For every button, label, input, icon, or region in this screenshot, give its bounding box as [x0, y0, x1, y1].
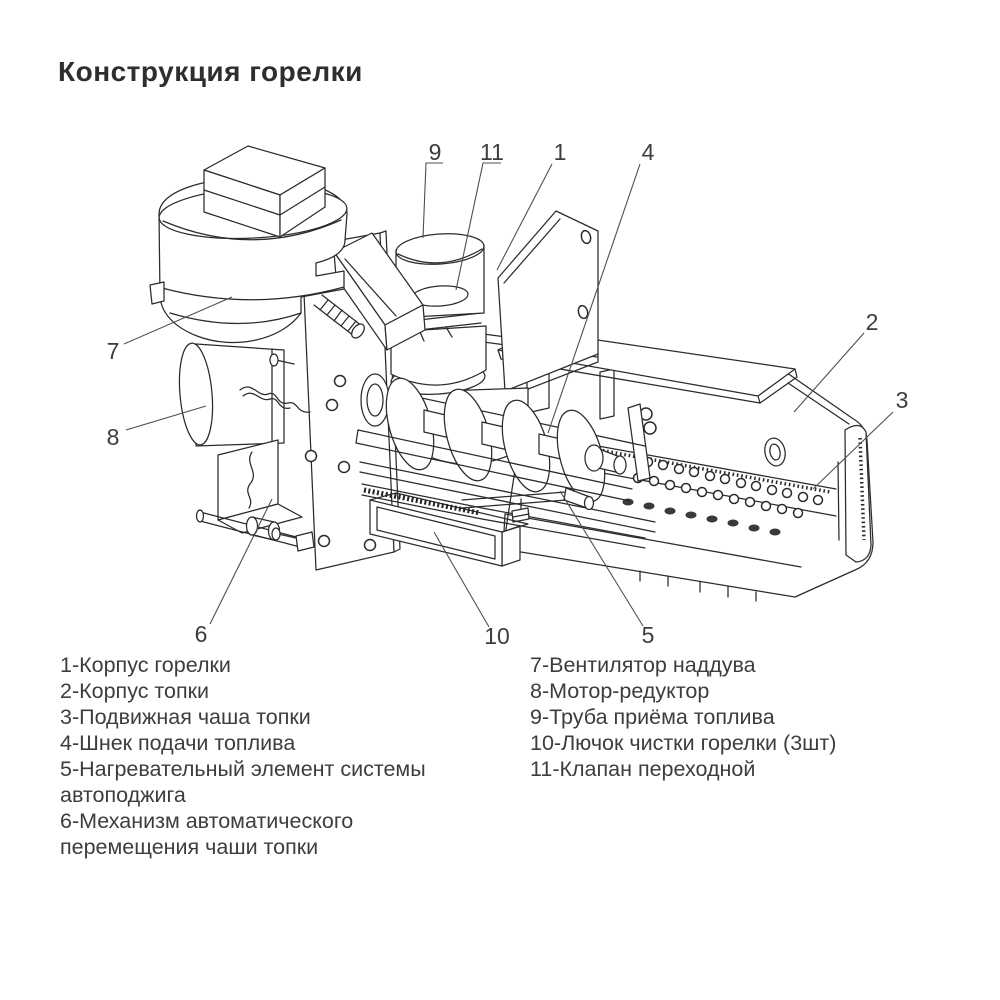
legend-item-1: 1-Корпус горелки	[60, 653, 231, 677]
legend-item-9: 9-Труба приёма топлива	[530, 705, 775, 729]
callout-9: 9	[429, 139, 442, 165]
bowl-mechanism-drawing	[195, 439, 315, 552]
page-title: Конструкция горелки	[58, 56, 363, 87]
legend-left-column: 1-Корпус горелки 2-Корпус топки 3-Подвиж…	[60, 652, 520, 860]
junction-box-drawing	[203, 145, 326, 238]
cleaning-hatch-drawing	[369, 492, 529, 567]
callout-2: 2	[866, 309, 879, 335]
callout-8: 8	[107, 424, 120, 450]
flag-plate-drawing	[497, 210, 599, 399]
movable-bowl-drawing	[586, 443, 837, 536]
auger-drawing	[355, 373, 656, 533]
callout-10: 10	[484, 623, 510, 649]
callout-labels: 9 11 1 4 2 3 7 8 6 10 5	[107, 139, 909, 649]
callout-5: 5	[642, 622, 655, 648]
legend-item-11: 11-Клапан переходной	[530, 757, 756, 781]
wires-drawing	[239, 353, 311, 541]
legend-item-10: 10-Лючок чистки горелки (3шт)	[530, 731, 837, 755]
callout-1: 1	[554, 139, 567, 165]
legend-item-4: 4-Шнек подачи топлива	[60, 731, 296, 755]
legend-item-2: 2-Корпус топки	[60, 679, 210, 703]
igniter-drawing	[361, 483, 646, 549]
callout-11: 11	[480, 139, 504, 165]
legend-right-column: 7-Вентилятор наддува 8-Мотор-редуктор 9-…	[530, 652, 990, 782]
callout-3: 3	[896, 387, 909, 413]
motor-reductor-drawing	[178, 342, 285, 447]
legend-item-8: 8-Мотор-редуктор	[530, 679, 710, 703]
callout-leader-lines	[123, 162, 894, 628]
furnace-body-drawing	[502, 330, 874, 602]
callout-4: 4	[642, 139, 655, 165]
legend-item-6: 6-Механизм автоматического перемещения ч…	[60, 809, 354, 859]
fuel-chute-drawing	[333, 232, 426, 351]
legend-item-3: 3-Подвижная чаша топки	[60, 705, 311, 729]
legend-item-5: 5-Нагревательный элемент системы автопод…	[60, 757, 426, 807]
callout-7: 7	[107, 338, 120, 364]
legend-item-7: 7-Вентилятор наддува	[530, 653, 756, 677]
callout-6: 6	[195, 621, 208, 647]
threaded-rod-drawing	[313, 294, 365, 339]
